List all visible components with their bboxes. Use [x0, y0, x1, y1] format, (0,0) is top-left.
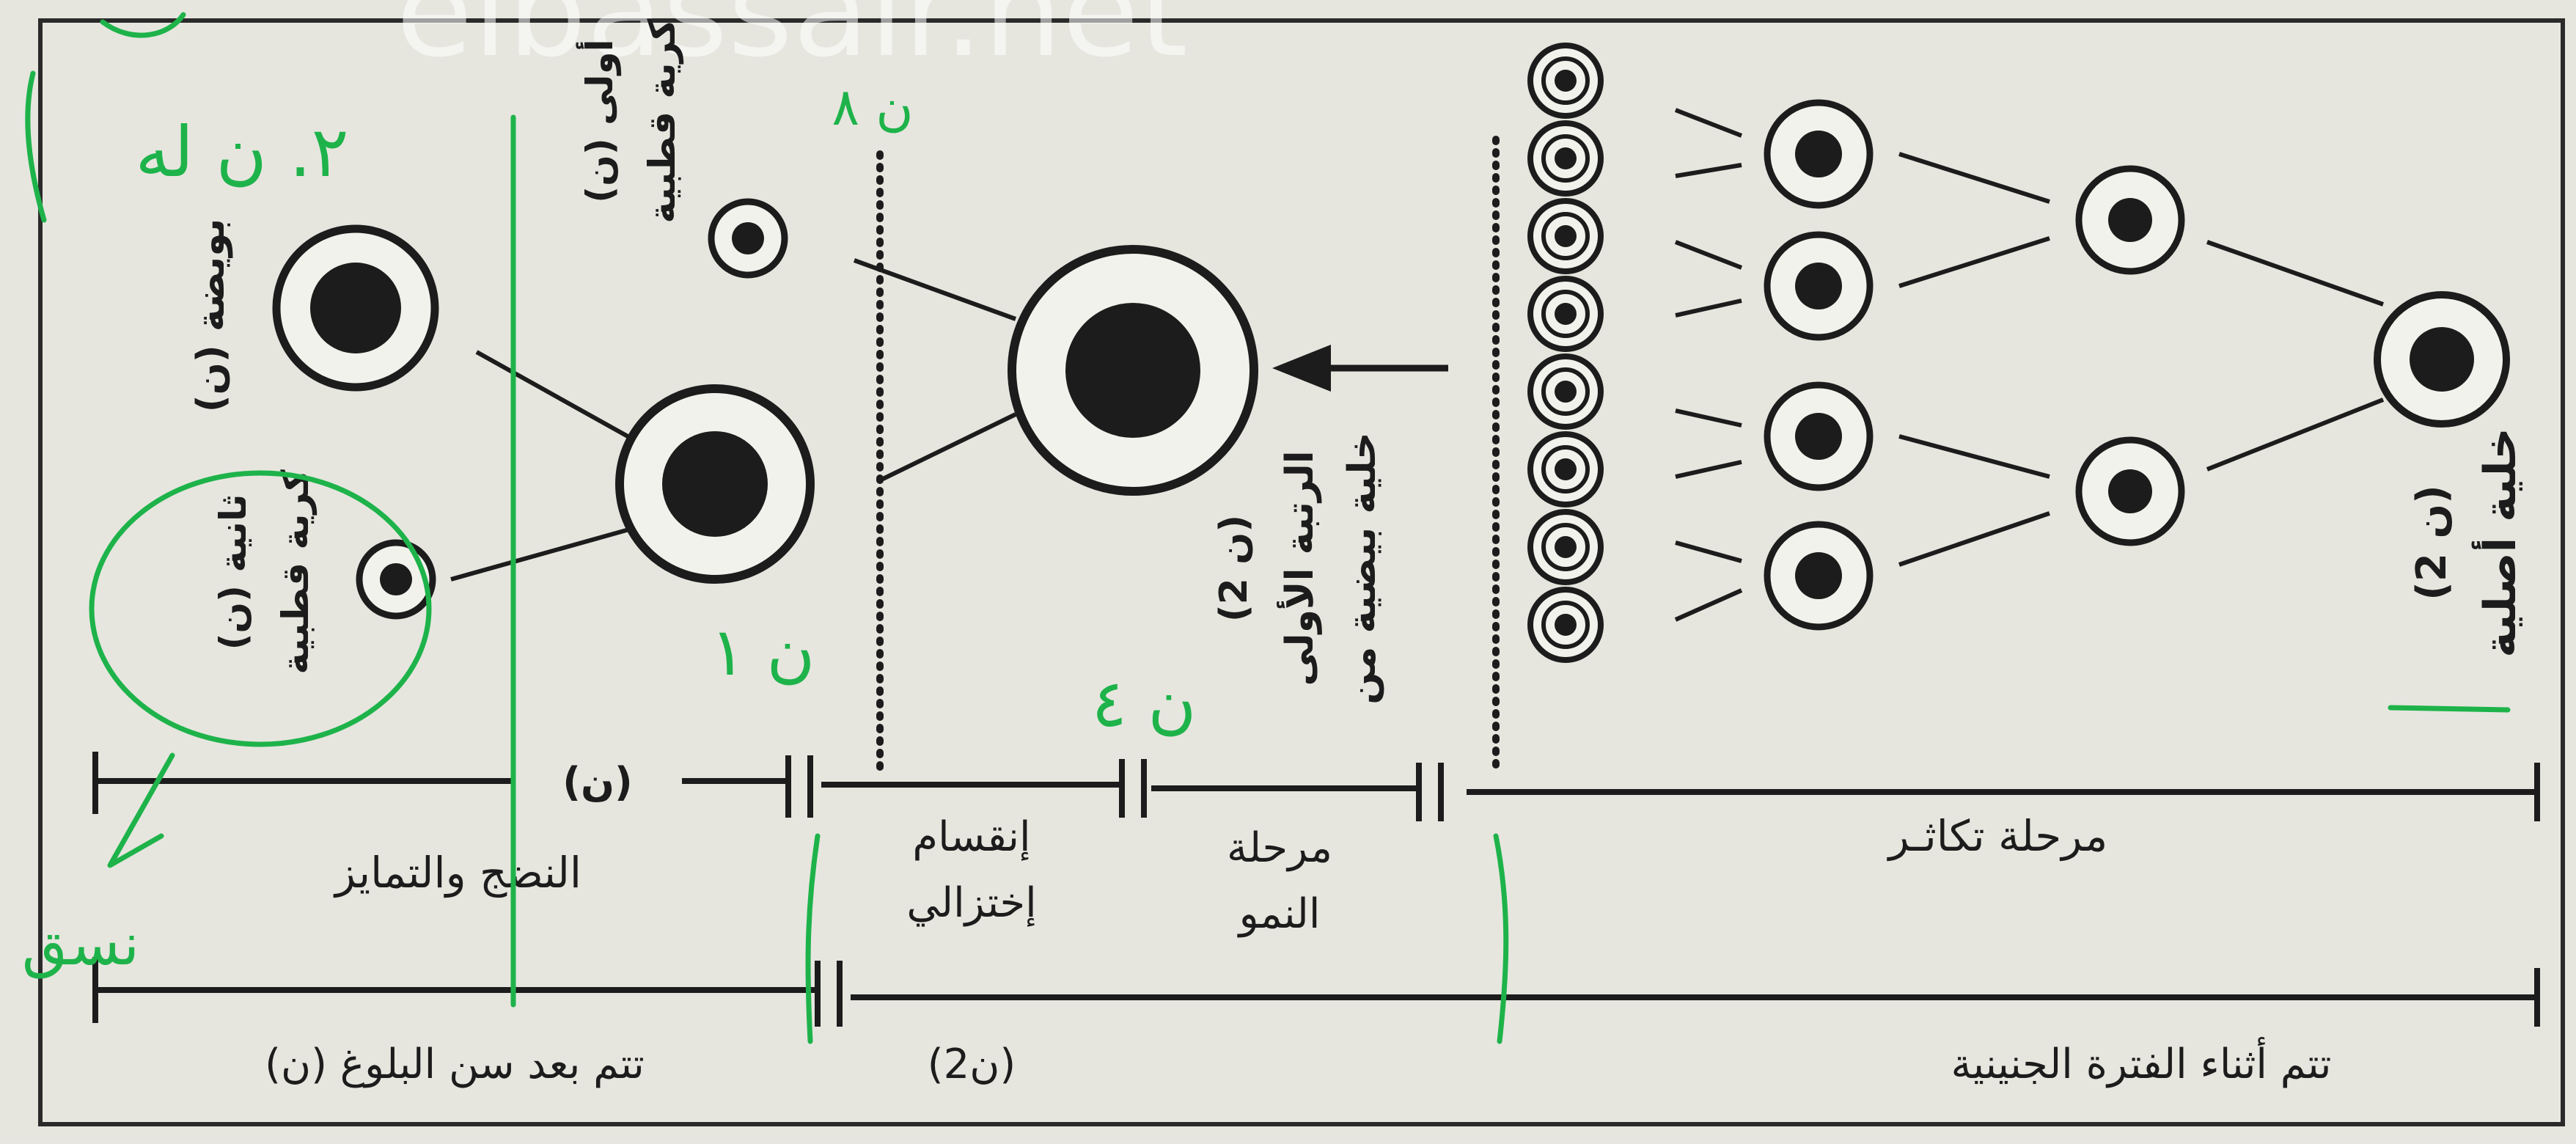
handwritten-stroke-left [25, 70, 47, 223]
cell-small-oocyte [1527, 509, 1604, 585]
handwritten-n-growth: ن ٤ [1091, 665, 1196, 742]
label-stem-cell-line1: خلية أصلية [2471, 428, 2526, 657]
handwritten-n-meiosis: ن ١ [710, 614, 815, 691]
cell-second-polar-body [356, 539, 436, 620]
cell-small-oocyte [1527, 353, 1604, 430]
cell-small-oocyte [1527, 587, 1604, 663]
label-phase-maturation: النضج والتمايز [333, 848, 581, 898]
cell-small-oocyte [1527, 120, 1604, 197]
cell-stem [2374, 291, 2510, 428]
period-timeline [92, 957, 2540, 1027]
handwritten-line-meiosis [805, 833, 821, 1044]
label-first-polar-body-line2: أولى (ن) [576, 39, 622, 202]
cell-oogonium-3 [1764, 99, 1874, 209]
cell-small-oocyte [1527, 43, 1604, 119]
label-primary-oocyte-line2: الرتبة الأولى [1276, 450, 1322, 686]
cell-oogonium-4 [1764, 231, 1874, 341]
cell-oogonium-2 [2075, 436, 2185, 546]
handwritten-circle-second-polar-body [89, 470, 432, 747]
label-phase-growth-line1: مرحلة [1227, 824, 1332, 872]
handwritten-dash-stem [2388, 705, 2511, 713]
handwritten-stroke-top [100, 12, 186, 38]
cell-primary-oocyte [1008, 245, 1258, 496]
cell-oogonium-1 [2075, 165, 2185, 275]
cell-small-oocyte [1527, 276, 1604, 352]
arrow-primary-oocyte [1272, 345, 1448, 392]
label-period-puberty: تتم بعد سن البلوغ (ن) [265, 1041, 645, 1088]
label-haploid-mark: (ن) [562, 759, 632, 805]
small-cell-column [1527, 43, 1604, 663]
label-phase-meiosis-line2: إختزالي [906, 879, 1036, 928]
watermark-text: elbassair.net [396, 0, 1188, 85]
handwritten-annotations [25, 12, 2511, 1044]
phase-timeline [92, 752, 2540, 821]
label-first-polar-body-line1: كرية قطبية [641, 18, 684, 223]
label-primary-oocyte-line3: (2 ن) [1212, 515, 1256, 622]
label-primary-oocyte-line1: خلية بيضية من [1340, 432, 1384, 704]
label-second-polar-body-line2: ثانية (ن) [212, 494, 254, 650]
label-phase-multiplication: مرحلة تكاثـر [1887, 811, 2108, 862]
label-phase-meiosis-line1: إنقسام [912, 813, 1030, 862]
label-phase-growth-line2: النمو [1237, 890, 1321, 938]
handwritten-left-top: ٢. ن له [135, 112, 348, 193]
cell-ovum [272, 224, 439, 392]
label-second-polar-body-line1: كرية قطبية [274, 469, 318, 674]
label-stem-cell-line2: (2 ن) [2408, 485, 2456, 600]
cell-secondary-oocyte [615, 384, 815, 584]
handwritten-n-top: ن ٨ [832, 77, 913, 137]
handwritten-line-fetal [1493, 833, 1509, 1044]
lineage-lines [450, 108, 2385, 622]
label-period-mid: (2ن) [928, 1041, 1016, 1088]
handwritten-arrow-left [107, 752, 175, 868]
cell-oogonium-6 [1764, 521, 1874, 631]
label-ovum: بويضة (ن) [189, 219, 233, 412]
cell-small-oocyte [1527, 431, 1604, 507]
label-period-fetal: تتم أثناء الفترة الجنينية [1951, 1037, 2331, 1088]
cell-oogonium-5 [1764, 381, 1874, 491]
cell-first-polar-body [708, 198, 788, 279]
handwritten-left-bottom: نسق [22, 910, 139, 979]
figure-frame [38, 18, 2565, 1126]
cell-small-oocyte [1527, 198, 1604, 274]
